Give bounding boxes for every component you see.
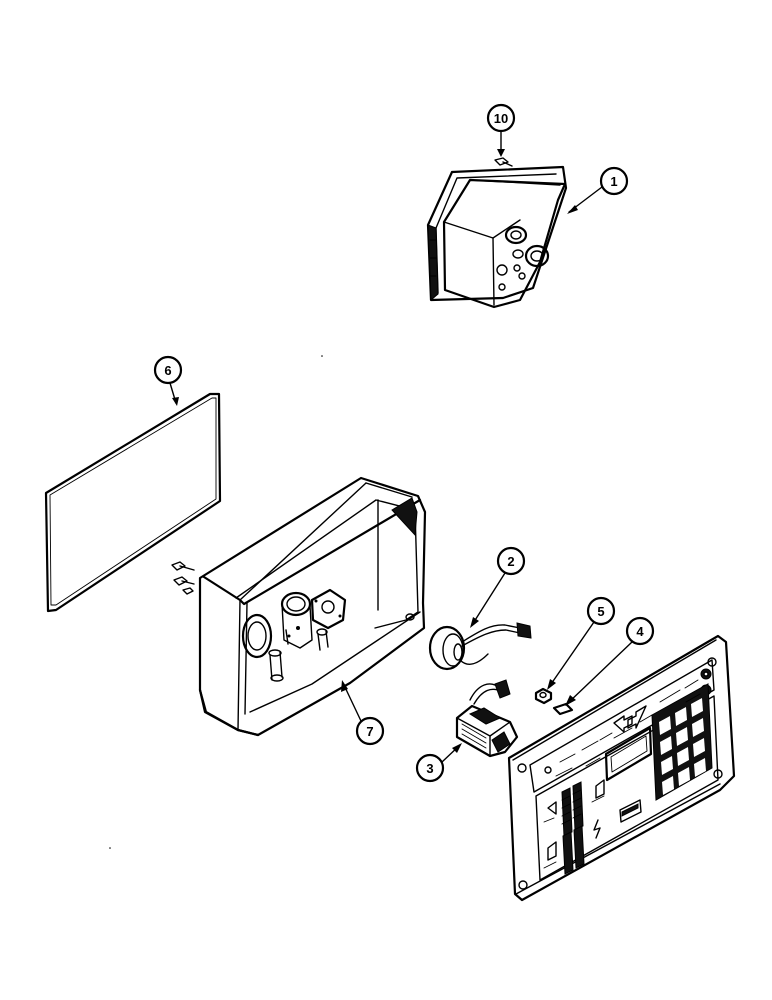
part-2-buzzer: [428, 622, 532, 671]
callout-2-label: 2: [507, 554, 514, 569]
callout-5: 5: [547, 596, 616, 690]
callout-10-label: 10: [494, 111, 508, 126]
callout-6-label: 6: [164, 363, 171, 378]
callout-3-label: 3: [426, 761, 433, 776]
callout-3: 3: [415, 743, 462, 783]
callout-4: 4: [565, 616, 655, 706]
callout-6: 6: [153, 355, 183, 406]
part-7-enclosure: [198, 476, 427, 737]
front-control-panel: [507, 634, 736, 902]
callout-5-label: 5: [597, 604, 604, 619]
callout-4-label: 4: [636, 624, 644, 639]
callout-7-label: 7: [366, 724, 373, 739]
screws-small: [171, 561, 195, 595]
part-3-relay: [455, 679, 519, 758]
callout-7: 7: [341, 680, 385, 746]
part-6-gasket: [44, 392, 222, 613]
part-4-pin: [552, 702, 574, 716]
callout-1: 1: [567, 166, 629, 214]
part-5-nut: [534, 687, 553, 705]
part-10-screw: [494, 157, 513, 167]
part-1-rear-housing: [426, 165, 568, 309]
callout-10: 10: [486, 103, 516, 157]
callout-1-label: 1: [610, 174, 617, 189]
callout-2: 2: [470, 546, 526, 628]
